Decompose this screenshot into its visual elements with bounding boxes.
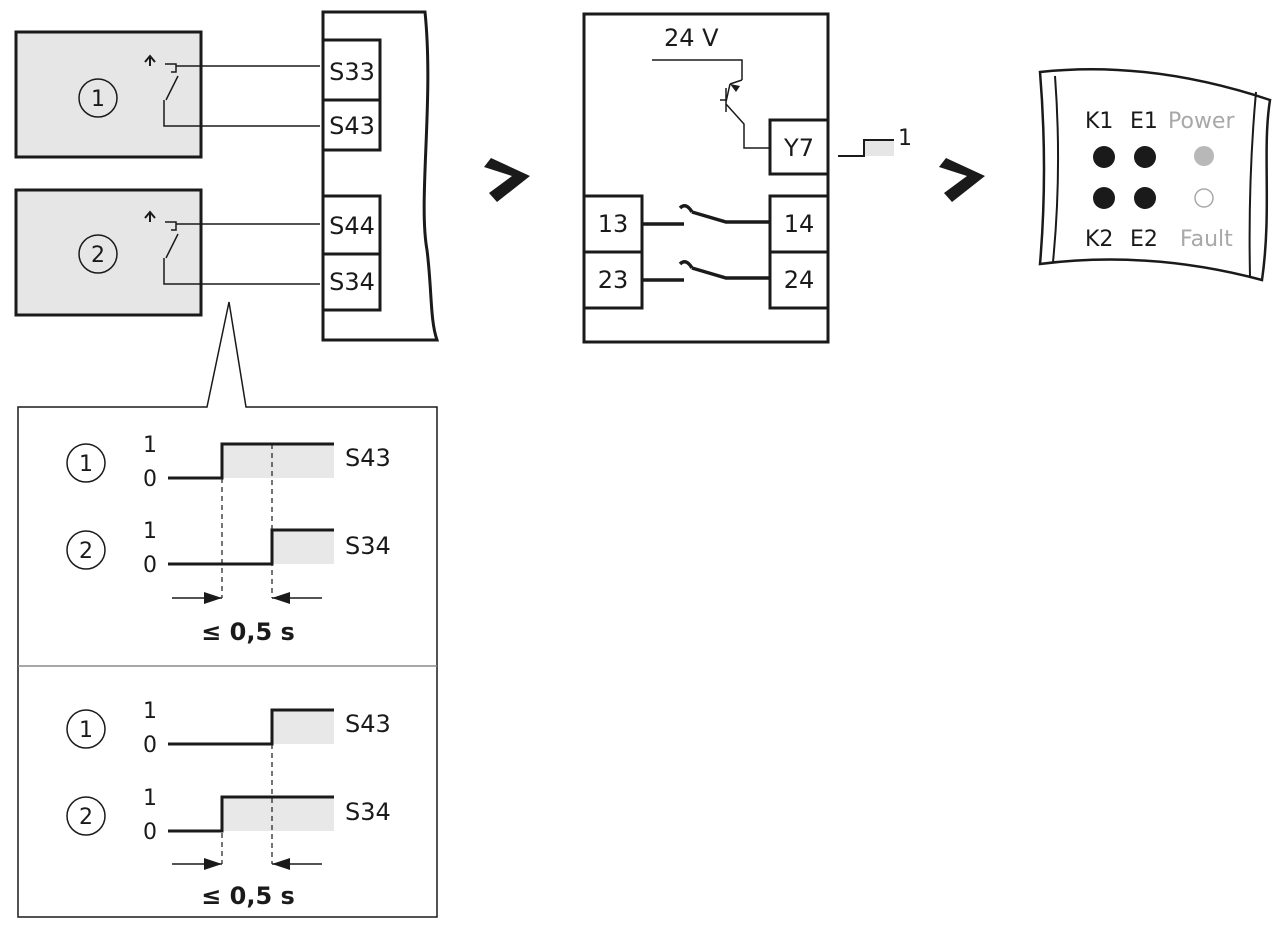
svg-text:S34: S34 bbox=[345, 532, 391, 560]
led-label-power: Power bbox=[1168, 109, 1235, 134]
led-k2 bbox=[1093, 187, 1115, 209]
input-terminal-block: S33 S43 S44 S34 bbox=[321, 10, 440, 342]
timing-callout: 1 1 0 S43 2 1 0 S34 ≤ 0,5 s 1 1 0 bbox=[17, 301, 438, 918]
supply-voltage: 24 V bbox=[664, 24, 719, 52]
svg-text:1: 1 bbox=[143, 786, 157, 811]
timing-case-1: 1 1 0 S43 2 1 0 S34 ≤ 0,5 s bbox=[66, 433, 391, 646]
led-panel: K1 E1 Power K2 E2 Fault bbox=[1038, 68, 1272, 282]
led-e2 bbox=[1134, 187, 1156, 209]
svg-text:0: 0 bbox=[143, 733, 157, 758]
svg-text:14: 14 bbox=[784, 210, 815, 238]
actuator-arrow-icon bbox=[144, 210, 156, 222]
svg-text:1: 1 bbox=[143, 519, 157, 544]
svg-text:S33: S33 bbox=[329, 58, 375, 86]
switch-contact-icon bbox=[163, 221, 320, 285]
output-level: 1 bbox=[898, 126, 912, 151]
sensor-2-number: 2 bbox=[91, 243, 105, 268]
terminal-s33: S33 bbox=[321, 38, 382, 102]
svg-text:S43: S43 bbox=[329, 112, 375, 140]
delay-label: ≤ 0,5 s bbox=[201, 618, 295, 646]
led-e1 bbox=[1134, 146, 1156, 168]
transistor-icon bbox=[652, 59, 770, 149]
svg-text:S43: S43 bbox=[345, 444, 391, 472]
led-power bbox=[1194, 146, 1214, 166]
svg-text:0: 0 bbox=[143, 820, 157, 845]
svg-text:0: 0 bbox=[143, 467, 157, 492]
y7-output-signal: 1 bbox=[838, 126, 912, 157]
svg-text:Y7: Y7 bbox=[783, 134, 814, 162]
sensor-1-number: 1 bbox=[91, 87, 105, 112]
svg-text:S34: S34 bbox=[345, 798, 391, 826]
terminal-s43: S43 bbox=[321, 98, 382, 152]
led-label-e2: E2 bbox=[1130, 227, 1158, 252]
led-label-k1: K1 bbox=[1085, 109, 1113, 134]
led-label-e1: E1 bbox=[1130, 109, 1158, 134]
svg-text:S34: S34 bbox=[329, 268, 375, 296]
led-label-k2: K2 bbox=[1085, 227, 1113, 252]
svg-text:1: 1 bbox=[79, 452, 93, 477]
actuator-arrow-icon bbox=[144, 54, 156, 66]
flow-arrow-icon bbox=[939, 158, 985, 202]
sensor-2: 2 bbox=[14, 188, 320, 317]
delay-label: ≤ 0,5 s bbox=[201, 882, 295, 910]
svg-text:2: 2 bbox=[79, 539, 93, 564]
relay-block: 24 V Y7 13 14 23 24 bbox=[582, 12, 830, 344]
led-label-fault: Fault bbox=[1180, 227, 1233, 252]
switch-contact-icon bbox=[163, 63, 320, 127]
terminal-y7: Y7 bbox=[768, 118, 830, 176]
svg-text:1: 1 bbox=[143, 433, 157, 458]
led-fault bbox=[1194, 188, 1214, 208]
terminal-s34: S34 bbox=[321, 252, 382, 312]
timing-case-2: 1 1 0 S43 2 1 0 S34 ≤ 0,5 s bbox=[66, 699, 391, 910]
svg-text:S44: S44 bbox=[329, 212, 375, 240]
svg-text:2: 2 bbox=[79, 805, 93, 830]
svg-text:S43: S43 bbox=[345, 710, 391, 738]
led-k1 bbox=[1093, 146, 1115, 168]
svg-text:24: 24 bbox=[784, 266, 815, 294]
sensor-1: 1 bbox=[14, 30, 320, 159]
contact-23-24: 23 24 bbox=[582, 250, 830, 310]
svg-text:0: 0 bbox=[143, 553, 157, 578]
svg-text:1: 1 bbox=[143, 699, 157, 724]
flow-arrow-icon bbox=[484, 158, 530, 202]
svg-text:23: 23 bbox=[598, 266, 629, 294]
svg-text:13: 13 bbox=[598, 210, 629, 238]
terminal-s44: S44 bbox=[321, 194, 382, 256]
svg-text:1: 1 bbox=[79, 718, 93, 743]
